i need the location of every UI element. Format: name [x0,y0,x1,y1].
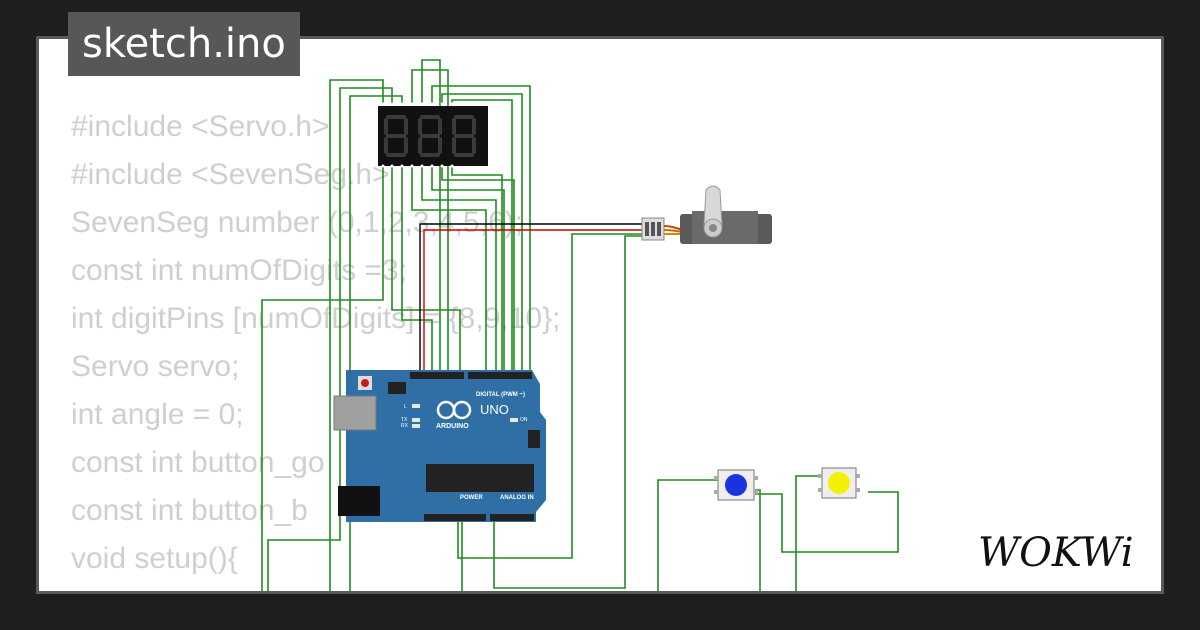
servo-motor [641,185,772,244]
board-model: UNO [480,402,509,417]
board-brand: ARDUINO [436,423,469,430]
digital-header-label: DIGITAL (PWM ~) [476,392,525,398]
tx-led-label: TX [401,417,408,423]
code-line: #include <Servo.h> [71,110,330,143]
code-preview: #include <Servo.h> #include <SevenSeg.h>… [71,103,560,591]
code-line: int angle = 0; [71,398,244,431]
push-button-blue[interactable] [714,469,758,501]
preview-card: #include <Servo.h> #include <SevenSeg.h>… [36,36,1164,594]
code-line: const int numOfDigits =3; [71,254,407,287]
wires [261,59,899,591]
code-line: SevenSeg number (0,1,2,3,4,5,6); [71,206,523,239]
code-line: void setup(){ [71,542,238,575]
power-header-label: POWER [460,495,483,501]
wokwi-logo: WOKWi [978,530,1134,576]
code-line: pinMode(10, INPUT_PULLUP); [71,583,560,591]
file-title: sketch.ino [68,12,300,76]
l-led-label: L [404,404,407,410]
on-led-label: ON [520,417,528,423]
seven-segment-display [378,102,488,168]
arduino-logo-icon [436,400,472,420]
code-line: const int button_go [71,446,325,479]
code-line: #include <SevenSeg.h> [71,158,390,191]
push-button-yellow[interactable] [818,467,860,499]
rx-led-label: RX [401,423,409,429]
code-line: Servo servo; [71,350,240,383]
arduino-uno-board: UNO ARDUINO DIGITAL (PWM ~) POWER ANALOG… [333,370,546,522]
servo-wires [419,223,648,372]
code-line: const int button_b [71,494,308,527]
analog-header-label: ANALOG IN [500,495,534,501]
